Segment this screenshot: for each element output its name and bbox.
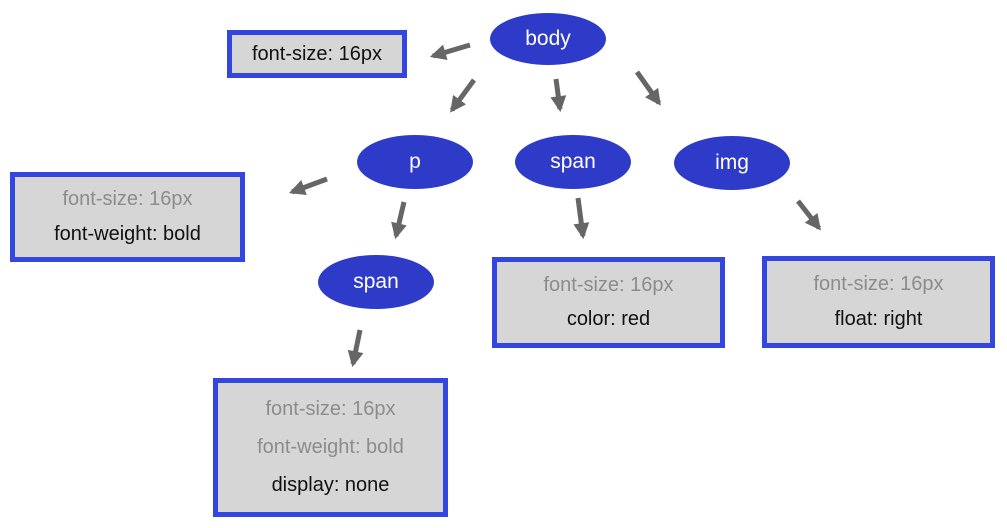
style-box-body: font-size: 16px xyxy=(227,30,407,78)
style-box-span: font-size: 16px color: red xyxy=(492,257,725,348)
node-p: p xyxy=(357,135,473,189)
style-rule: float: right xyxy=(834,308,923,330)
node-span1-label: span xyxy=(550,150,596,173)
node-img: img xyxy=(674,136,790,190)
style-box-img: font-size: 16px float: right xyxy=(762,256,995,348)
arrow-span-to-span-styles xyxy=(573,197,590,240)
arrow-p-to-p-styles xyxy=(289,176,328,196)
node-body: body xyxy=(490,13,606,65)
style-rule-inherited: font-weight: bold xyxy=(257,436,404,458)
node-img-label: img xyxy=(715,151,749,174)
arrow-body-to-span xyxy=(550,78,567,113)
style-rule-inherited: font-size: 16px xyxy=(543,273,674,296)
arrow-img-to-img-styles xyxy=(796,199,821,231)
style-rule: display: none xyxy=(271,474,390,496)
style-rule-inherited: font-size: 16px xyxy=(813,273,944,295)
arrow-body-to-body-styles xyxy=(429,42,471,61)
style-box-p: font-size: 16px font-weight: bold xyxy=(10,172,245,262)
node-p-label: p xyxy=(409,150,421,173)
style-rule: color: red xyxy=(566,308,651,331)
node-span-child-of-p: span xyxy=(318,255,434,309)
style-box-span-child-of-p: font-size: 16px font-weight: bold displa… xyxy=(213,378,448,517)
arrow-p-to-span xyxy=(391,201,407,240)
arrow-body-to-img xyxy=(634,70,662,106)
node-body-label: body xyxy=(525,27,571,50)
style-rule: font-size: 16px xyxy=(251,42,383,65)
node-span-child-of-body: span xyxy=(515,135,631,189)
arrow-span-to-span2-styles xyxy=(347,329,364,368)
style-rule: font-weight: bold xyxy=(54,222,201,245)
arrow-body-to-p xyxy=(449,78,477,113)
style-rule-inherited: font-size: 16px xyxy=(62,188,193,211)
node-span2-label: span xyxy=(353,270,399,293)
style-rule-inherited: font-size: 16px xyxy=(265,398,396,420)
